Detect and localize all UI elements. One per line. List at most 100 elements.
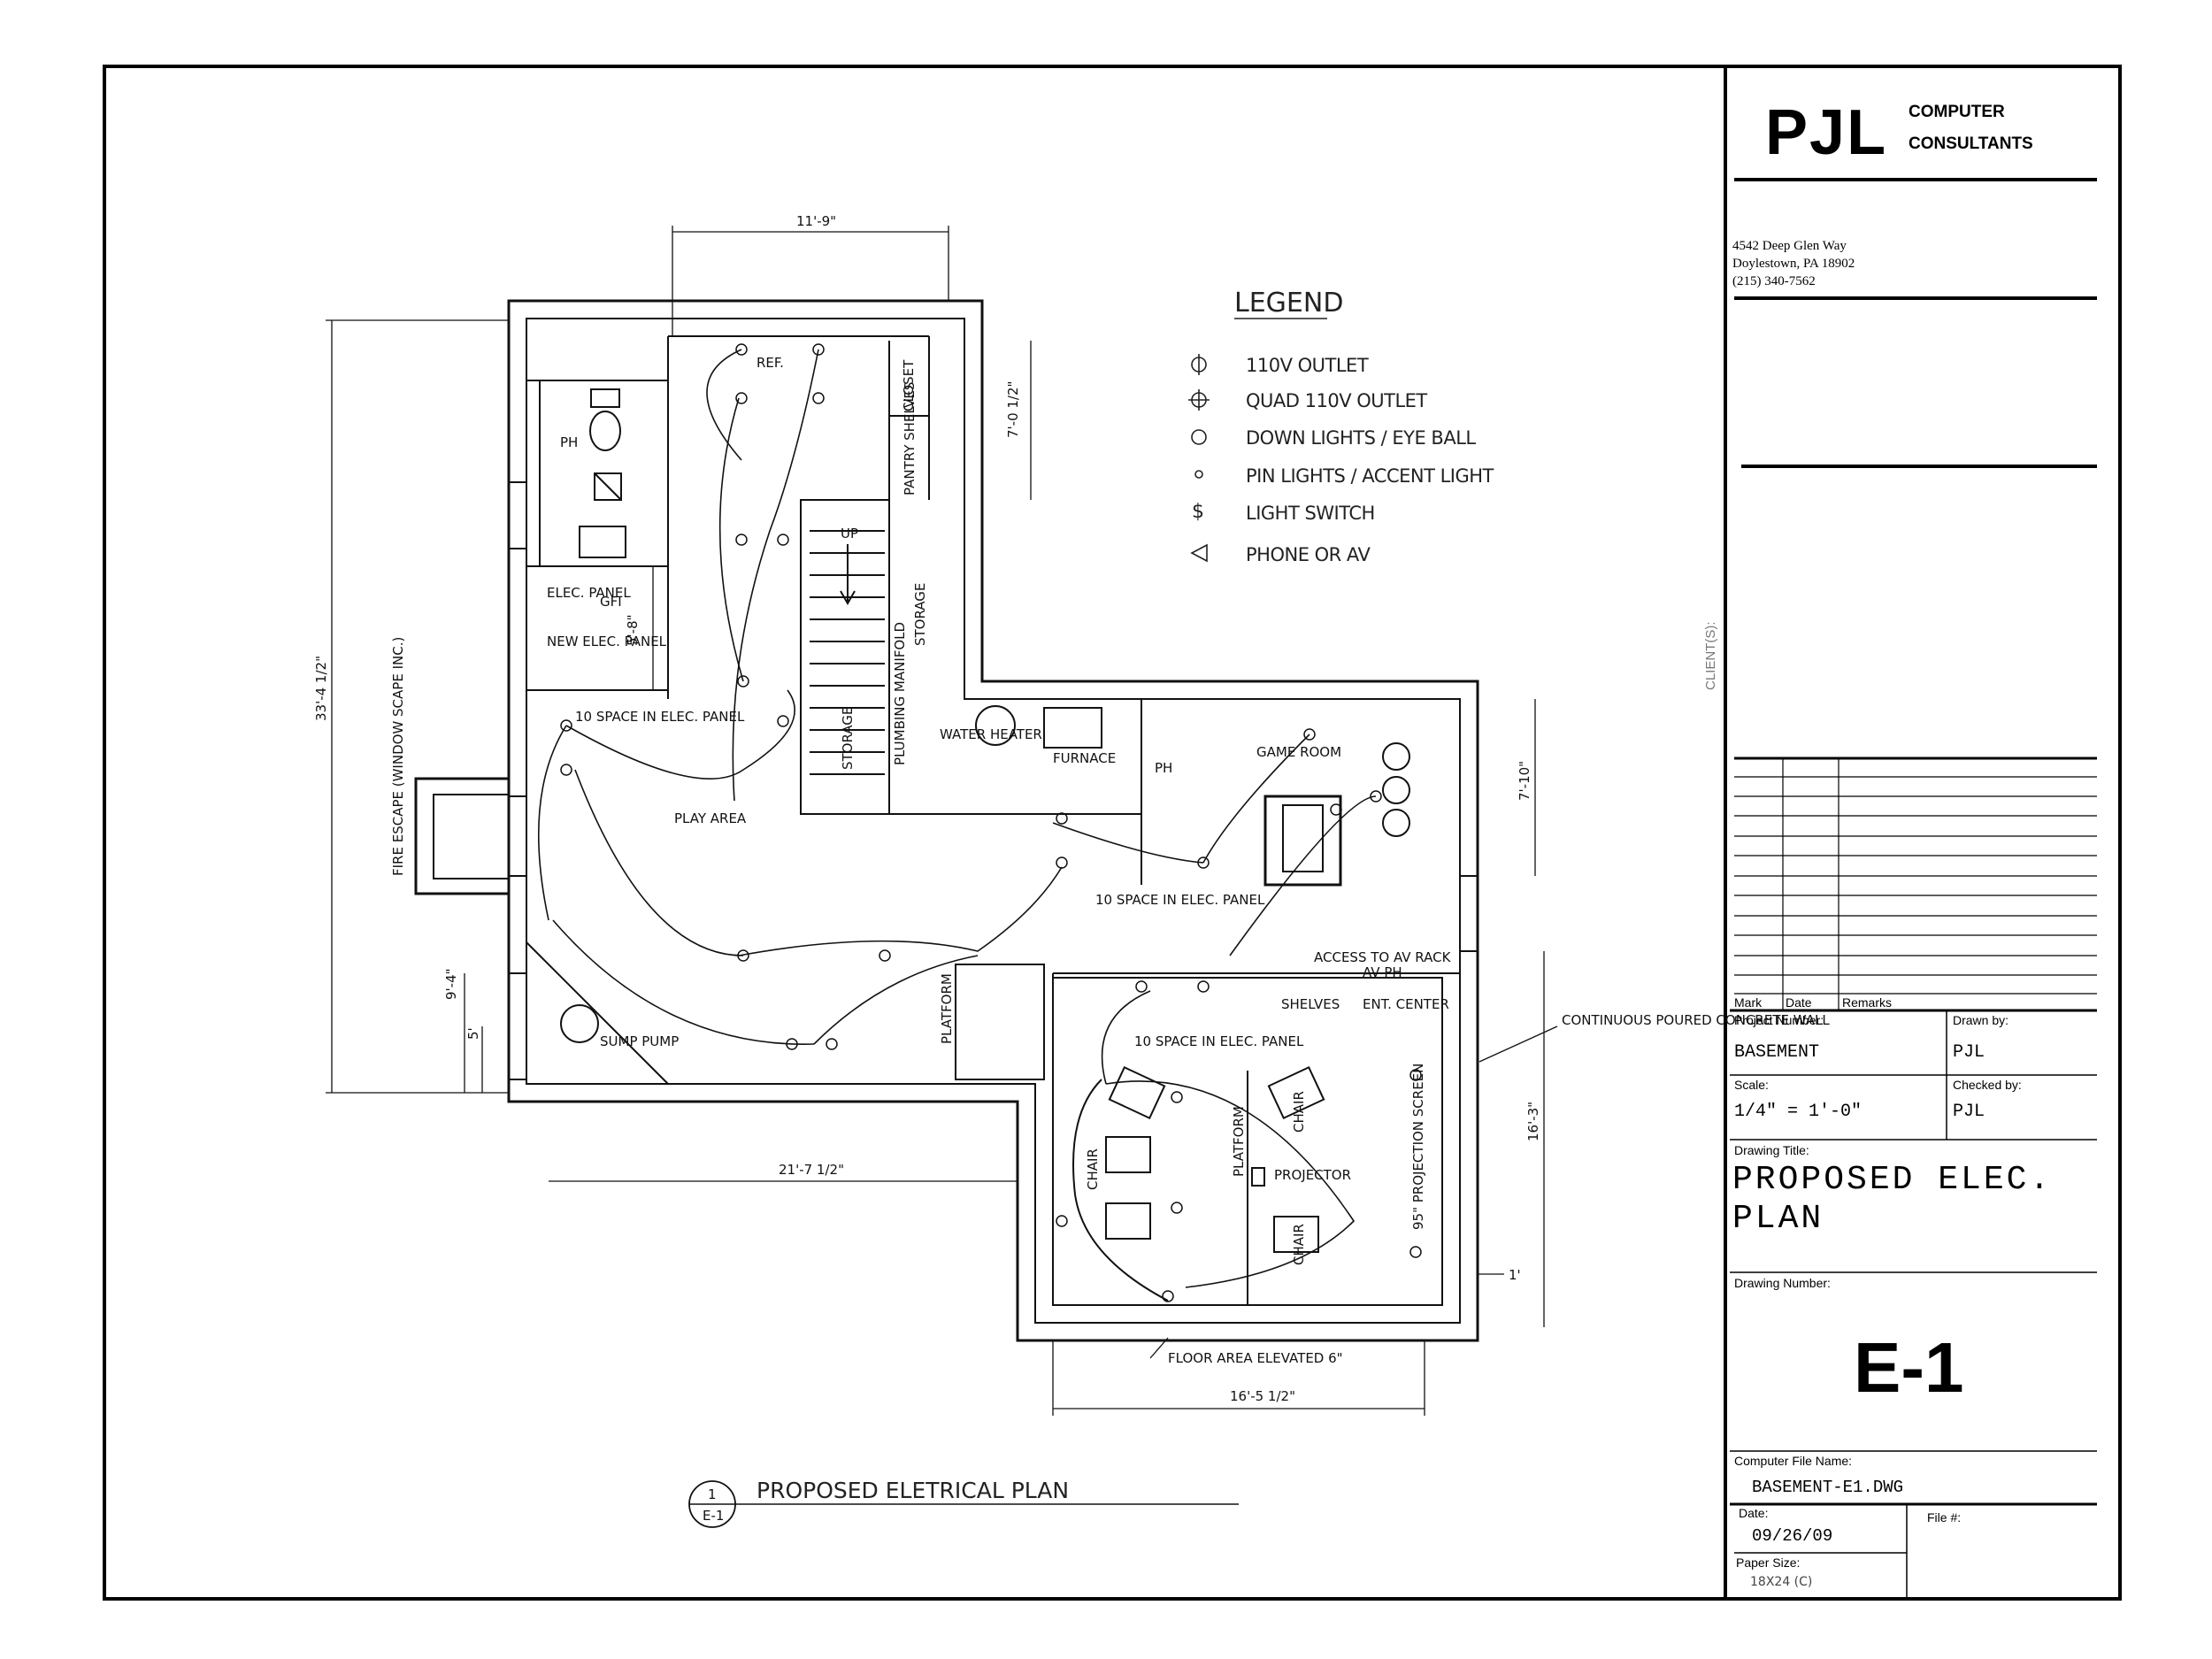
dim-top-right: 7'-0 1/2" (1005, 381, 1021, 438)
label-storage1: STORAGE (912, 583, 928, 646)
label-space-panel2: 10 SPACE IN ELEC. PANEL (1095, 892, 1265, 908)
date-label: Date: (1739, 1506, 1769, 1520)
drawing-title-line2: PLAN (1732, 1200, 1824, 1238)
label-platform1: PLATFORM (939, 973, 955, 1044)
label-fire-escape: FIRE ESCAPE (WINDOW SCAPE INC.) (390, 637, 406, 876)
dim-bottom-right: 16'-5 1/2" (1230, 1388, 1295, 1404)
sheet-border (103, 65, 2122, 1601)
dim-right-small: 1' (1509, 1267, 1521, 1283)
label-storage2: STORAGE (840, 707, 856, 770)
inner-wall (526, 318, 1461, 1324)
label-gfi: GFI (600, 594, 622, 610)
label-furnace: FURNACE (1053, 750, 1116, 766)
label-elec-panel: ELEC. PANEL (547, 585, 631, 601)
dim-game-room: 7'-10" (1517, 761, 1532, 801)
label-chair2: CHAIR (1291, 1091, 1307, 1133)
legend-label-quad-outlet: QUAD 110V OUTLET (1246, 390, 1427, 411)
checked-by: PJL (1953, 1102, 1985, 1122)
label-chair1: CHAIR (1085, 1148, 1101, 1190)
label-game-room: GAME ROOM (1256, 744, 1341, 760)
view-number: 1 (708, 1486, 717, 1502)
file-name-label: Computer File Name: (1734, 1454, 1853, 1468)
stair-treads (810, 530, 885, 775)
rev-header-remarks: Remarks (1842, 995, 1893, 1010)
label-pantry: PANTRY SHELVES (902, 382, 918, 495)
label-ph-bath: PH (560, 434, 578, 450)
label-shelves: SHELVES (1281, 996, 1340, 1012)
label-closet: CLOSET (901, 359, 917, 411)
label-space-panel1: 10 SPACE IN ELEC. PANEL (575, 709, 745, 725)
checked-by-label: Checked by: (1953, 1078, 2022, 1092)
date-value: 09/26/09 (1752, 1526, 1833, 1546)
theater-chairs (1105, 1065, 1325, 1253)
legend: LEGEND $ 110V OUTLET QUAD 110V OUTLET DO… (1188, 288, 1494, 565)
scale-label: Scale: (1734, 1078, 1769, 1092)
down-light-icon (1191, 429, 1207, 445)
label-ph-game: PH (1155, 760, 1172, 776)
label-screen: 95" PROJECTION SCREEN (1410, 1064, 1426, 1230)
address-line1: 4542 Deep Glen Way (1732, 239, 1847, 253)
title-block-grid (1730, 178, 2097, 1599)
sump-pump-symbol (560, 1004, 599, 1043)
label-platform2: PLATFORM (1231, 1106, 1247, 1177)
address-line2: Doylestown, PA 18902 (1732, 257, 1855, 271)
view-sheet: E-1 (703, 1508, 724, 1524)
pin-light-icon (1194, 470, 1203, 479)
clients-label: CLIENT(S): (1703, 621, 1718, 690)
legend-label-outlet: 110V OUTLET (1246, 355, 1369, 376)
light-fixtures (560, 343, 1422, 1302)
dim-mid-stair: 5'-8" (625, 614, 641, 646)
view-title-callout: 1 E-1 PROPOSED ELETRICAL PLAN (688, 1478, 1239, 1528)
phone-av-icon (1190, 543, 1208, 563)
label-av-ph: AV PH (1363, 964, 1402, 980)
dim-bottom-mid: 21'-7 1/2" (779, 1162, 844, 1178)
drawn-by: PJL (1953, 1042, 1985, 1063)
paper-size-label: Paper Size: (1736, 1555, 1801, 1570)
view-title: PROPOSED ELETRICAL PLAN (757, 1478, 1069, 1503)
label-sump-pump: SUMP PUMP (600, 1033, 679, 1049)
dim-left-lower2: 5' (465, 1027, 481, 1040)
project-number-label: Project Number: (1734, 1013, 1824, 1027)
legend-label-switch: LIGHT SWITCH (1246, 503, 1375, 524)
file-no-label: File #: (1927, 1510, 1962, 1525)
label-up: UP (841, 526, 858, 541)
company-name-line2: CONSULTANTS (1909, 134, 2033, 153)
drawing-title-line1: PROPOSED ELEC. (1732, 1161, 2053, 1199)
dim-theater-right: 16'-3" (1525, 1102, 1541, 1141)
label-concrete-wall: CONTINUOUS POURED CONCRETE WALL (1562, 1012, 1830, 1028)
quad-outlet-icon (1188, 389, 1210, 411)
label-play-area: PLAY AREA (674, 810, 747, 826)
address-line3: (215) 340-7562 (1732, 274, 1816, 288)
label-chair3: CHAIR (1291, 1224, 1307, 1265)
drawing-title-label: Drawing Title: (1734, 1143, 1809, 1157)
paper-size: 18X24 (C) (1750, 1575, 1813, 1589)
label-new-elec-panel: NEW ELEC. PANEL (547, 634, 667, 649)
drawing-number-label: Drawing Number: (1734, 1276, 1831, 1290)
dim-left-lower1: 9'-4" (443, 968, 459, 1000)
drawing-number: E-1 (1854, 1328, 1964, 1407)
dim-left-overall: 33'-4 1/2" (313, 656, 329, 721)
company-logo: PJL (1765, 97, 1888, 168)
outer-wall (507, 299, 1479, 1342)
company-name-line1: COMPUTER (1909, 103, 2005, 121)
label-ref: REF. (757, 355, 784, 371)
legend-label-phone-av: PHONE OR AV (1246, 544, 1371, 565)
legend-title: LEGEND (1234, 288, 1343, 319)
circuit-wiring (537, 349, 1377, 1288)
plan-labels: 11'-9" 7'-0 1/2" 33'-4 1/2" 9'-4" 5' 5'-… (313, 213, 1830, 1404)
rev-header-mark: Mark (1734, 995, 1763, 1010)
legend-label-pin-light: PIN LIGHTS / ACCENT LIGHT (1246, 465, 1494, 487)
rev-header-date: Date (1786, 995, 1812, 1010)
legend-label-down-light: DOWN LIGHTS / EYE BALL (1246, 427, 1476, 449)
switch-icon: $ (1192, 501, 1204, 523)
project-number: BASEMENT (1734, 1042, 1820, 1063)
label-projector: PROJECTOR (1274, 1167, 1351, 1183)
label-water-heater: WATER HEATER (940, 726, 1042, 742)
floor-plan (414, 299, 1479, 1342)
outlet-icon (1191, 354, 1207, 375)
scale-value: 1/4" = 1'-0" (1734, 1102, 1863, 1122)
label-plumbing: PLUMBING MANIFOLD (892, 622, 908, 765)
label-floor-elevated: FLOOR AREA ELEVATED 6" (1168, 1350, 1343, 1366)
label-ent-center: ENT. CENTER (1363, 996, 1449, 1012)
